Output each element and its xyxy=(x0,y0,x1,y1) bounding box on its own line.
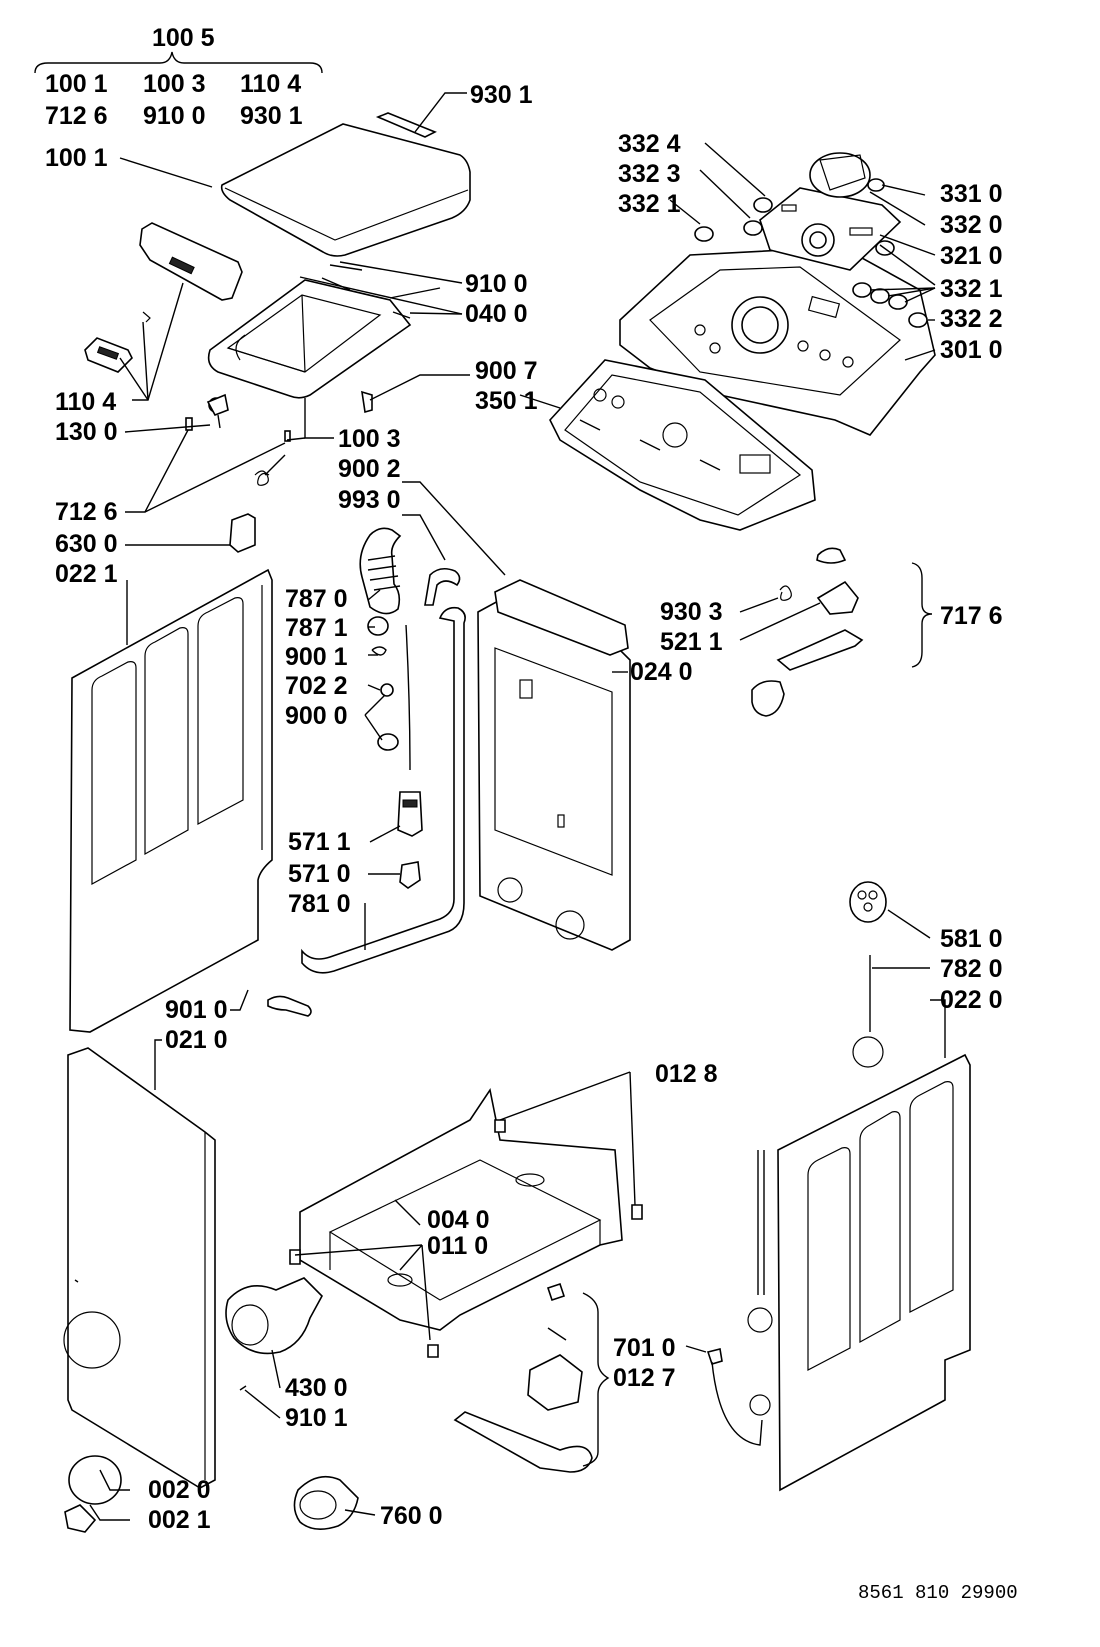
clip-part xyxy=(361,390,373,414)
label-022-1: 022 1 xyxy=(55,560,118,588)
label-910-0: 910 0 xyxy=(465,270,528,298)
display-panel-part xyxy=(759,187,902,271)
part-labels: 100 5 100 1 100 3 110 4 712 6 910 0 930 … xyxy=(45,24,1018,1604)
block-part xyxy=(229,513,256,553)
label-760-0: 760 0 xyxy=(380,1502,443,1530)
label-331-0: 331 0 xyxy=(940,180,1003,208)
label-930-1-top: 930 1 xyxy=(240,102,303,130)
label-910-0-top: 910 0 xyxy=(143,102,206,130)
label-701-0: 701 0 xyxy=(613,1334,676,1362)
right-side-panel xyxy=(706,1053,971,1492)
label-332-1-right: 332 1 xyxy=(940,275,1003,303)
label-781-0: 781 0 xyxy=(288,890,351,918)
label-012-7: 012 7 xyxy=(613,1364,676,1392)
label-002-0: 002 0 xyxy=(148,1476,211,1504)
electronic-board-part xyxy=(549,359,816,531)
label-004-0: 004 0 xyxy=(427,1206,490,1234)
hose-parts xyxy=(267,527,466,1017)
feet-and-pin-group xyxy=(453,1282,610,1473)
label-521-1: 521 1 xyxy=(660,628,723,656)
label-301-0: 301 0 xyxy=(940,336,1003,364)
label-332-2: 332 2 xyxy=(940,305,1003,333)
label-332-0: 332 0 xyxy=(940,211,1003,239)
top-frame-part xyxy=(207,279,412,399)
base-frame-part xyxy=(289,1087,643,1358)
trim-strip-part xyxy=(375,112,437,138)
label-100-3-top: 100 3 xyxy=(143,70,206,98)
rear-frame-part xyxy=(477,579,631,951)
lid-lock-group xyxy=(751,547,933,717)
label-930-3: 930 3 xyxy=(660,598,723,626)
label-332-1-left: 332 1 xyxy=(618,190,681,218)
label-900-1: 900 1 xyxy=(285,643,348,671)
label-787-1: 787 1 xyxy=(285,614,348,642)
top-lid xyxy=(220,123,471,257)
label-321-0: 321 0 xyxy=(940,242,1003,270)
front-panel xyxy=(63,1047,216,1489)
label-332-4: 332 4 xyxy=(618,130,681,158)
label-900-7: 900 7 xyxy=(475,357,538,385)
label-571-0: 571 0 xyxy=(288,860,351,888)
label-012-8: 012 8 xyxy=(655,1060,718,1088)
pressure-switch-part xyxy=(849,881,887,1068)
label-011-0: 011 0 xyxy=(427,1232,488,1260)
label-581-0: 581 0 xyxy=(940,925,1003,953)
label-350-1: 350 1 xyxy=(475,387,538,415)
label-110-4: 110 4 xyxy=(55,388,116,416)
label-712-6-top: 712 6 xyxy=(45,102,108,130)
label-712-6: 712 6 xyxy=(55,498,118,526)
label-024-0: 024 0 xyxy=(630,658,693,686)
label-100-3: 100 3 xyxy=(338,425,401,453)
drawing-reference: 8561 810 29900 xyxy=(858,1582,1018,1604)
label-100-1: 100 1 xyxy=(45,144,108,172)
drain-pump-part xyxy=(225,1277,323,1391)
label-100-5: 100 5 xyxy=(152,24,215,52)
label-910-1: 910 1 xyxy=(285,1404,348,1432)
knob-part xyxy=(809,152,885,198)
label-002-1: 002 1 xyxy=(148,1506,211,1534)
dispenser-front-part xyxy=(84,222,243,373)
label-993-0: 993 0 xyxy=(338,486,401,514)
label-332-3: 332 3 xyxy=(618,160,681,188)
small-hardware xyxy=(185,264,411,486)
label-100-1-top: 100 1 xyxy=(45,70,108,98)
leader-lines xyxy=(89,92,946,1521)
label-630-0: 630 0 xyxy=(55,530,118,558)
label-787-0: 787 0 xyxy=(285,585,348,613)
label-571-1: 571 1 xyxy=(288,828,351,856)
label-782-0: 782 0 xyxy=(940,955,1003,983)
label-130-0: 130 0 xyxy=(55,418,118,446)
label-022-0: 022 0 xyxy=(940,986,1003,1014)
top-group-brace xyxy=(34,51,323,74)
service-cover-part xyxy=(64,1455,122,1533)
label-040-0: 040 0 xyxy=(465,300,528,328)
label-430-0: 430 0 xyxy=(285,1374,348,1402)
label-900-2: 900 2 xyxy=(338,455,401,483)
label-900-0: 900 0 xyxy=(285,702,348,730)
left-side-panel xyxy=(69,568,273,1033)
label-021-0: 021 0 xyxy=(165,1026,228,1054)
label-110-4-top: 110 4 xyxy=(240,70,301,98)
filter-part xyxy=(293,1475,359,1530)
label-702-2: 702 2 xyxy=(285,672,348,700)
label-717-6: 717 6 xyxy=(940,602,1003,630)
label-901-0: 901 0 xyxy=(165,996,228,1024)
label-930-1: 930 1 xyxy=(470,81,533,109)
valve-parts xyxy=(397,791,423,889)
